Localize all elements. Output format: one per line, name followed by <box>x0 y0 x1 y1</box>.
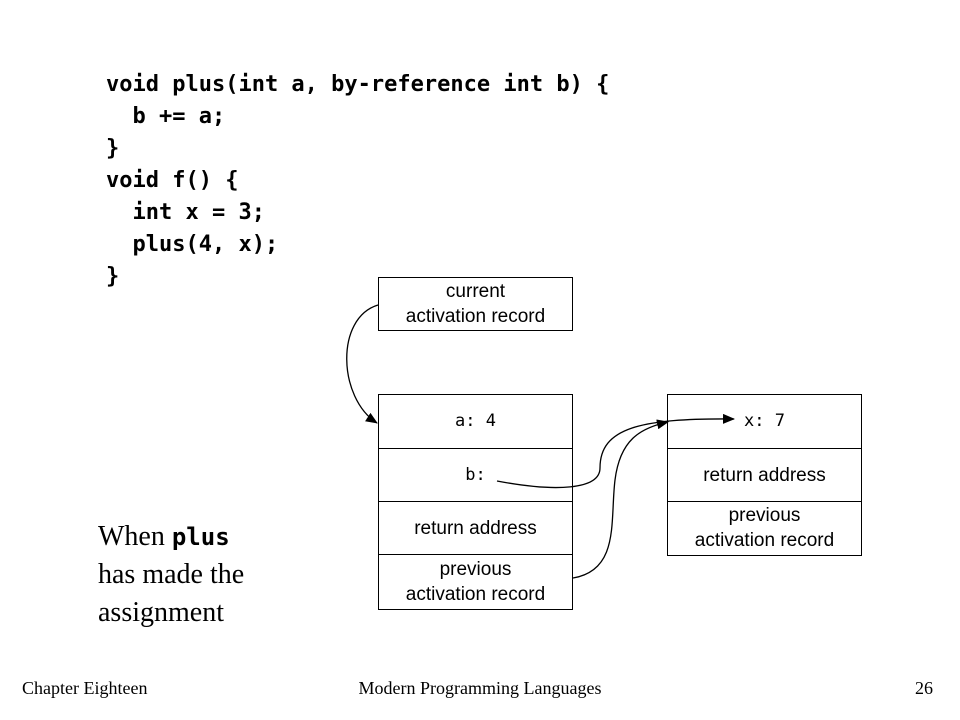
param-a-cell: a: 4 <box>455 411 496 431</box>
current-label-line2: activation record <box>405 305 546 327</box>
caption: When plus has made the assignment <box>98 518 244 632</box>
code-line-f-signature: void f() { <box>106 168 239 193</box>
plus-previous-line1: previous <box>439 558 512 580</box>
param-b-cell: b: <box>379 448 572 501</box>
current-activation-record-box: current activation record <box>378 277 573 331</box>
code-line-plus-close: } <box>106 136 120 161</box>
f-previous-line1: previous <box>728 505 801 526</box>
plus-activation-record: a: 4 b: return address previous activati… <box>378 394 573 610</box>
code-line-plus-body: b += a; <box>106 104 226 129</box>
caption-line2: has made the <box>98 559 245 590</box>
previous-record-arrow <box>572 419 669 579</box>
caption-keyword-plus: plus <box>171 523 230 551</box>
caption-line3: assignment <box>98 597 224 628</box>
plus-return-address-cell: return address <box>379 501 572 554</box>
var-x-cell: x: 7 <box>744 411 785 431</box>
code-line-f-call: plus(4, x); <box>106 232 279 257</box>
f-return-address-cell: return address <box>668 448 861 501</box>
plus-previous-record-cell: previous activation record <box>379 554 572 608</box>
f-previous-record-cell: previous activation record <box>668 501 861 554</box>
footer-chapter: Chapter Eighteen <box>22 678 148 698</box>
caption-line1: When plus <box>98 518 244 556</box>
code-line-plus-signature: void plus(int a, by-reference int b) { <box>106 72 610 97</box>
current-label-line1: current <box>445 280 506 302</box>
code-line-f-declare: int x = 3; <box>106 200 265 225</box>
code-line-f-close: } <box>106 264 120 289</box>
current-activation-record-label: current activation record <box>379 278 572 329</box>
footer-page-number: 26 <box>915 678 933 698</box>
f-activation-record: x: 7 return address previous activation … <box>667 394 862 556</box>
f-previous-line2: activation record <box>694 530 835 551</box>
caption-when: When <box>98 521 172 552</box>
footer-title: Modern Programming Languages <box>358 678 602 698</box>
param-b-label: b: <box>465 464 486 485</box>
plus-previous-line2: activation record <box>405 583 546 605</box>
current-pointer-arrow <box>346 304 379 424</box>
